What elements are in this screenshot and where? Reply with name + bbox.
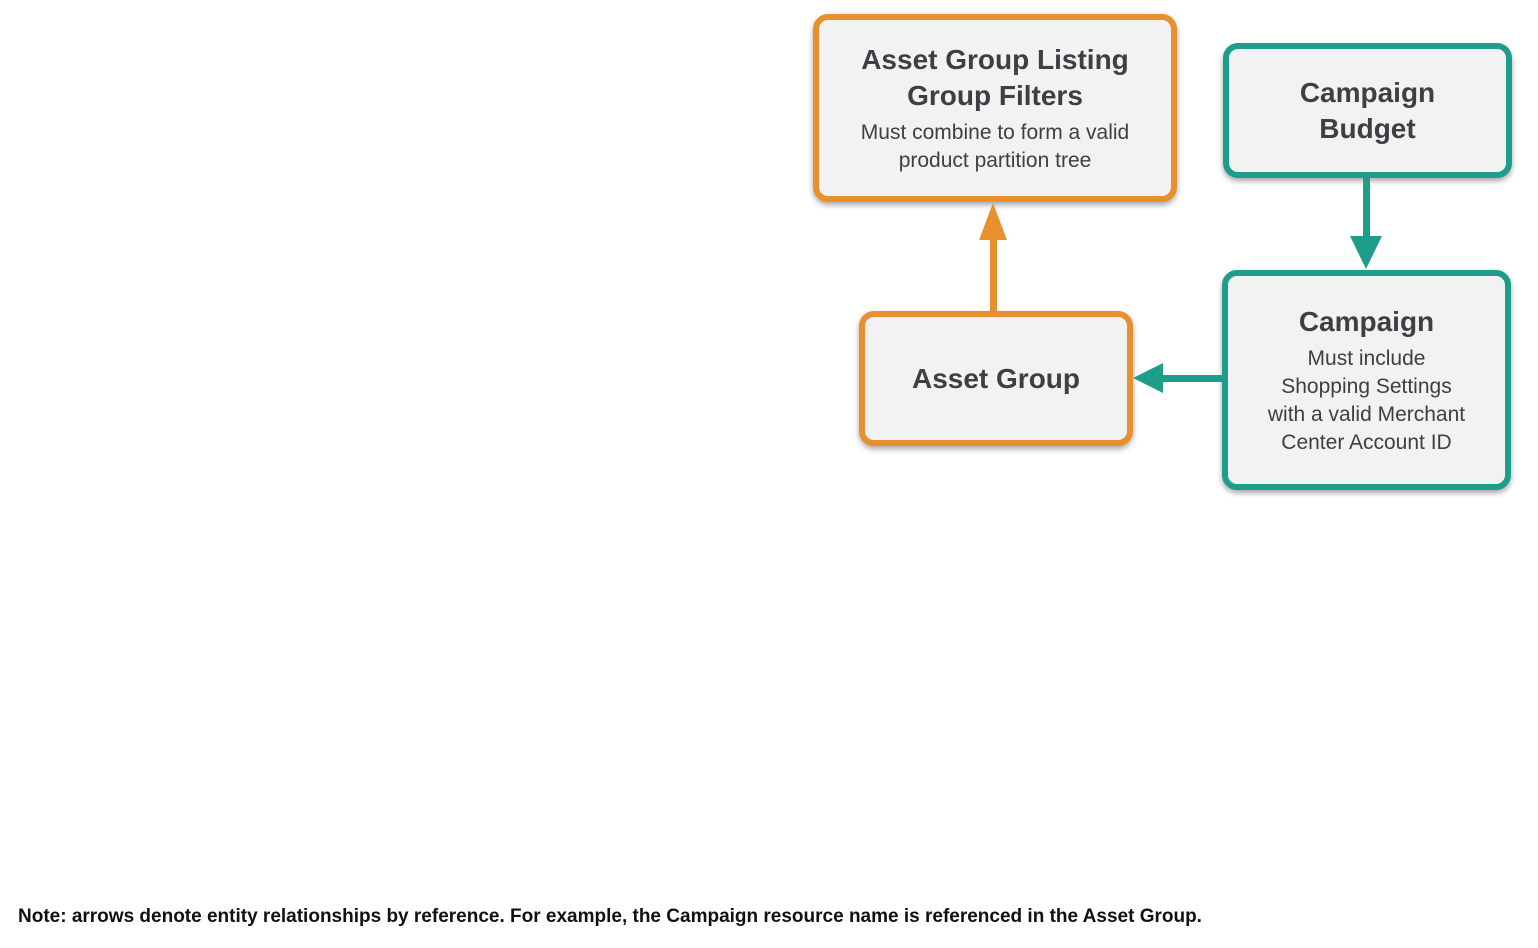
node-title: Asset Group Listing Group Filters	[861, 43, 1129, 111]
arrow-asset-group-to-filters-shaft	[990, 238, 997, 312]
arrow-asset-group-to-filters-head	[979, 203, 1007, 240]
arrow-budget-to-campaign-shaft	[1363, 177, 1370, 236]
node-title: Campaign Budget	[1299, 76, 1436, 144]
arrow-budget-to-campaign-head	[1350, 236, 1382, 269]
node-subtitle: Must include Shopping Settings with a va…	[1267, 346, 1466, 454]
node-campaign: Campaign Must include Shopping Settings …	[1222, 270, 1511, 490]
node-subtitle: Must combine to form a valid product par…	[860, 120, 1130, 172]
diagram-note: Note: arrows denote entity relationships…	[18, 906, 1202, 927]
node-asset-group-listing-group-filters: Asset Group Listing Group Filters Must c…	[813, 14, 1177, 202]
arrow-campaign-to-asset-group-head	[1133, 363, 1163, 393]
arrow-campaign-to-asset-group-shaft	[1162, 375, 1222, 382]
node-campaign-budget: Campaign Budget	[1223, 43, 1512, 178]
node-title: Asset Group	[911, 362, 1081, 394]
node-title: Campaign	[1298, 305, 1435, 337]
node-asset-group: Asset Group	[859, 311, 1133, 446]
